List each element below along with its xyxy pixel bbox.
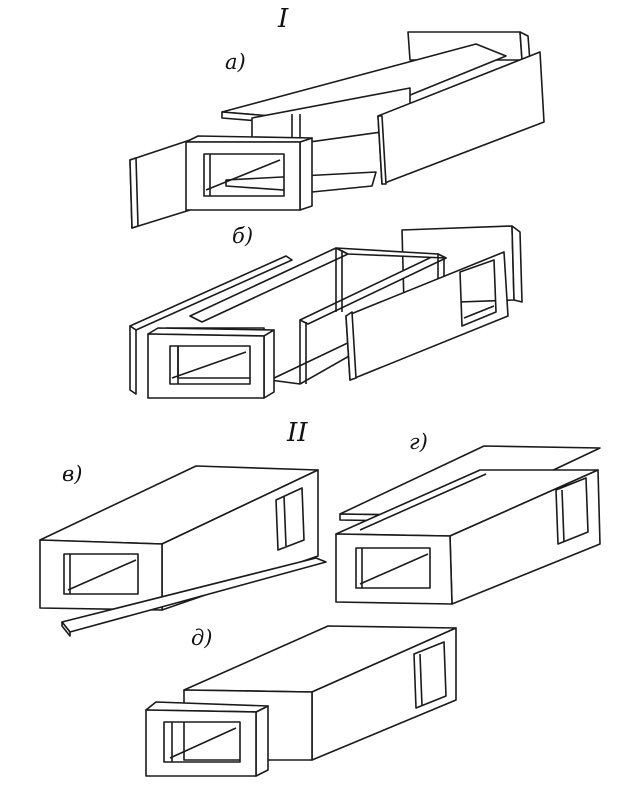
part-label-b: б) (232, 224, 254, 248)
part-label-a: а) (225, 50, 246, 74)
slide-frame (145, 709, 257, 777)
part-label-d: д) (191, 626, 213, 650)
rim-inner (359, 473, 487, 531)
right-side-panel-edge (345, 311, 357, 381)
frame-diagonal (169, 727, 237, 759)
figure-II-d (145, 625, 457, 777)
figure-II-g (335, 445, 601, 605)
left-side-panel-edge (129, 157, 139, 229)
box-front (335, 533, 453, 605)
side-opening (275, 487, 305, 551)
inner-diagonal (171, 351, 247, 379)
front-frame (185, 141, 301, 211)
window-diagonal (359, 553, 429, 585)
left-long-panel-face (129, 325, 137, 395)
front-frame-side (299, 137, 313, 211)
opening-inner-edge (283, 495, 287, 547)
back-end-frame-edge (511, 225, 523, 303)
window-diagonal (67, 559, 137, 591)
section-label-II: II (287, 418, 308, 448)
cage-top-back-rail (335, 247, 447, 259)
bottom-plate-edge (61, 621, 71, 637)
slide-frame-side (255, 705, 269, 777)
part-label-g: г) (409, 430, 428, 454)
side-opening-edge (561, 489, 565, 543)
figure-I-a (129, 31, 545, 229)
window-sill (463, 305, 495, 319)
part-label-v: в) (62, 462, 83, 486)
right-side-panel-edge (377, 115, 387, 185)
left-long-panel (129, 255, 293, 331)
section-label-I: I (278, 4, 289, 34)
figure-I-b (129, 225, 523, 399)
front-frame (147, 333, 265, 399)
front-frame-side (263, 329, 275, 399)
left-side-panel (129, 139, 191, 229)
figure-II-v (39, 465, 327, 637)
inner-diagonal (205, 159, 281, 191)
front-frame-top (185, 135, 313, 143)
side-opening-edge (419, 653, 423, 707)
